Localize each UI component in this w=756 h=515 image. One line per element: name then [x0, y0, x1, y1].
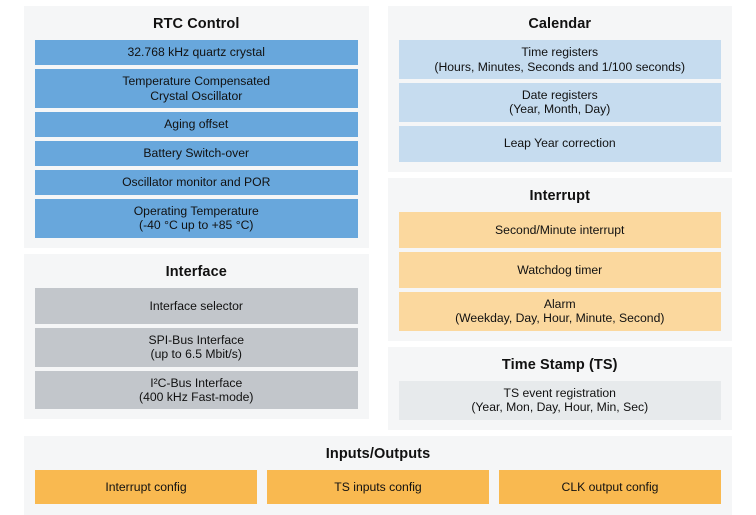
rtc-control-item: Temperature Compensated Crystal Oscillat…: [35, 69, 358, 108]
time-stamp-item: TS event registration (Year, Mon, Day, H…: [398, 380, 721, 420]
item-line1: Alarm: [543, 296, 576, 311]
rtc-control-box-list: 32.768 kHz quartz crystal Temperature Co…: [35, 40, 358, 238]
io-item-clk-output-config: CLK output config: [499, 469, 721, 504]
calendar-item: Date registers (Year, Month, Day): [398, 82, 721, 122]
interface-item: Interface selector: [35, 287, 358, 324]
interrupt-item: Watchdog timer: [398, 251, 721, 288]
rtc-control-item: 32.768 kHz quartz crystal: [35, 40, 358, 66]
diagram-columns: RTC Control 32.768 kHz quartz crystal Te…: [24, 6, 732, 430]
rtc-control-item: Battery Switch-over: [35, 140, 358, 166]
rtc-control-item: Aging offset: [35, 111, 358, 137]
item-line1: Temperature Compensated: [122, 74, 271, 89]
item-line1: 32.768 kHz quartz crystal: [127, 45, 265, 60]
item-line1: Interrupt config: [105, 479, 187, 494]
item-line2: (Year, Month, Day): [509, 102, 611, 117]
item-line2: (Year, Mon, Day, Hour, Min, Sec): [471, 400, 649, 415]
item-line1: Aging offset: [164, 117, 229, 132]
panel-title-interrupt: Interrupt: [529, 187, 590, 204]
item-line2: (Weekday, Day, Hour, Minute, Second): [455, 311, 665, 326]
panel-title-inputs-outputs: Inputs/Outputs: [325, 445, 431, 462]
panel-title-interface: Interface: [165, 263, 227, 280]
item-line1: Time registers: [521, 45, 599, 60]
rtc-control-item: Oscillator monitor and POR: [35, 169, 358, 195]
panel-interrupt: Interrupt Second/Minute interrupt Watchd…: [387, 177, 732, 341]
io-item-ts-inputs-config: TS inputs config: [267, 469, 489, 504]
item-line2: (400 kHz Fast-mode): [139, 389, 254, 404]
panel-title-calendar: Calendar: [528, 16, 592, 32]
right-column: Calendar Time registers (Hours, Minutes,…: [387, 6, 732, 430]
item-line1: Interface selector: [149, 298, 243, 313]
rtc-feature-diagram: RTC Control 32.768 kHz quartz crystal Te…: [24, 6, 732, 504]
item-line1: Oscillator monitor and POR: [122, 175, 271, 190]
interface-box-list: Interface selector SPI-Bus Interface (up…: [35, 287, 358, 410]
interrupt-item: Second/Minute interrupt: [398, 211, 721, 248]
interface-item: I²C-Bus Interface (400 kHz Fast-mode): [35, 370, 358, 410]
item-line2: (-40 °C up to +85 °C): [139, 218, 254, 233]
left-column: RTC Control 32.768 kHz quartz crystal Te…: [24, 6, 369, 420]
item-line1: I²C-Bus Interface: [150, 375, 243, 390]
interface-item: SPI-Bus Interface (up to 6.5 Mbit/s): [35, 327, 358, 367]
calendar-item: Time registers (Hours, Minutes, Seconds …: [398, 40, 721, 79]
item-line1: Watchdog timer: [517, 262, 603, 277]
item-line1: Leap Year correction: [503, 136, 616, 151]
item-line1: TS inputs config: [334, 479, 422, 494]
item-line1: Date registers: [521, 87, 598, 102]
time-stamp-box-list: TS event registration (Year, Mon, Day, H…: [398, 380, 721, 420]
item-line2: (up to 6.5 Mbit/s): [150, 347, 242, 362]
item-line2: Crystal Oscillator: [150, 88, 243, 103]
interrupt-item: Alarm (Weekday, Day, Hour, Minute, Secon…: [398, 291, 721, 331]
panel-title-time-stamp: Time Stamp (TS): [501, 356, 618, 373]
calendar-box-list: Time registers (Hours, Minutes, Seconds …: [398, 40, 721, 162]
panel-rtc-control: RTC Control 32.768 kHz quartz crystal Te…: [24, 6, 369, 248]
panel-time-stamp: Time Stamp (TS) TS event registration (Y…: [387, 346, 732, 430]
item-line1: SPI-Bus Interface: [148, 332, 244, 347]
io-item-interrupt-config: Interrupt config: [35, 469, 257, 504]
panel-interface: Interface Interface selector SPI-Bus Int…: [24, 253, 369, 420]
interrupt-box-list: Second/Minute interrupt Watchdog timer A…: [398, 211, 721, 331]
item-line1: Operating Temperature: [133, 203, 259, 218]
item-line1: CLK output config: [561, 479, 659, 494]
item-line2: (Hours, Minutes, Seconds and 1/100 secon…: [434, 59, 686, 74]
rtc-control-item: Operating Temperature (-40 °C up to +85 …: [35, 198, 358, 238]
panel-title-rtc-control: RTC Control: [153, 16, 240, 32]
item-line1: Battery Switch-over: [143, 146, 250, 161]
item-line1: Second/Minute interrupt: [495, 222, 625, 237]
inputs-outputs-box-list: Interrupt config TS inputs config CLK ou…: [35, 469, 721, 504]
item-line1: TS event registration: [503, 385, 616, 400]
panel-calendar: Calendar Time registers (Hours, Minutes,…: [387, 6, 732, 172]
panel-inputs-outputs: Inputs/Outputs Interrupt config TS input…: [24, 435, 732, 515]
calendar-item: Leap Year correction: [398, 125, 721, 162]
